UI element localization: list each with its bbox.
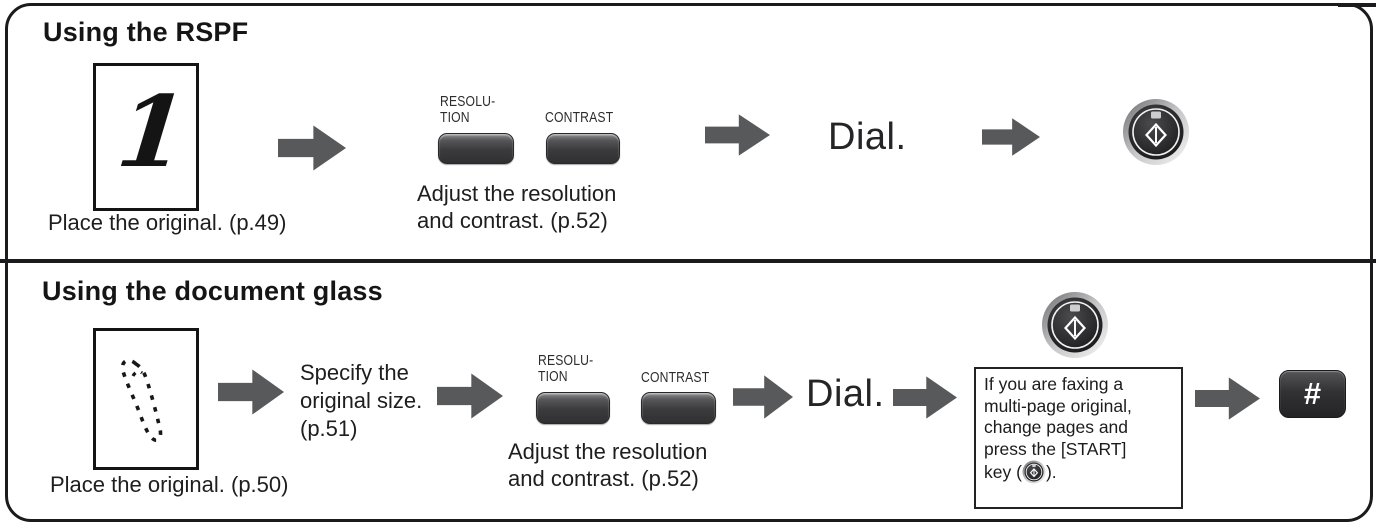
adjust-caption: Adjust the resolution and contrast. (p.5…	[508, 439, 708, 491]
section-title-rspf: Using the RSPF	[43, 17, 249, 47]
resolution-key-label: RESOLU- TION	[440, 94, 496, 126]
hash-key[interactable]: #	[1279, 370, 1346, 418]
place-original-caption: Place the original. (p.49)	[48, 210, 287, 235]
contrast-key[interactable]	[546, 133, 620, 164]
section-title-glass: Using the document glass	[42, 276, 383, 306]
resolution-key[interactable]	[438, 133, 514, 164]
place-original-caption: Place the original. (p.50)	[50, 472, 289, 497]
multipage-note-box: If you are faxing a multi-page original,…	[974, 367, 1183, 509]
resolution-key-label: RESOLU- TION	[538, 353, 594, 385]
specify-size-caption: Specify the original size. (p.51)	[300, 360, 423, 441]
start-icon	[1145, 122, 1167, 148]
contrast-key[interactable]	[641, 392, 716, 424]
contrast-key-label: CONTRAST	[641, 370, 710, 386]
section-divider	[0, 259, 1376, 263]
page-number-glyph: 1	[111, 75, 193, 190]
original-document-icon: 1	[93, 63, 199, 211]
start-key-icon	[1022, 460, 1046, 484]
dial-step-text: Dial.	[806, 373, 885, 415]
top-rule-overshoot	[1338, 3, 1376, 7]
hash-key-label: #	[1303, 376, 1322, 411]
outer-frame	[5, 3, 1373, 522]
contrast-key-label: CONTRAST	[545, 110, 614, 126]
original-document-icon-dashed	[93, 328, 199, 470]
start-key-indicator	[1070, 304, 1080, 312]
dial-step-text: Dial.	[828, 116, 907, 158]
resolution-key[interactable]	[536, 392, 610, 424]
start-key-indicator	[1151, 111, 1161, 119]
start-key[interactable]	[1041, 291, 1109, 359]
dashed-numeral-icon	[120, 358, 163, 443]
start-key[interactable]	[1122, 98, 1190, 166]
start-icon	[1064, 315, 1086, 341]
adjust-caption: Adjust the resolution and contrast. (p.5…	[417, 181, 617, 233]
note-last-line: key ( ).	[984, 460, 1057, 484]
